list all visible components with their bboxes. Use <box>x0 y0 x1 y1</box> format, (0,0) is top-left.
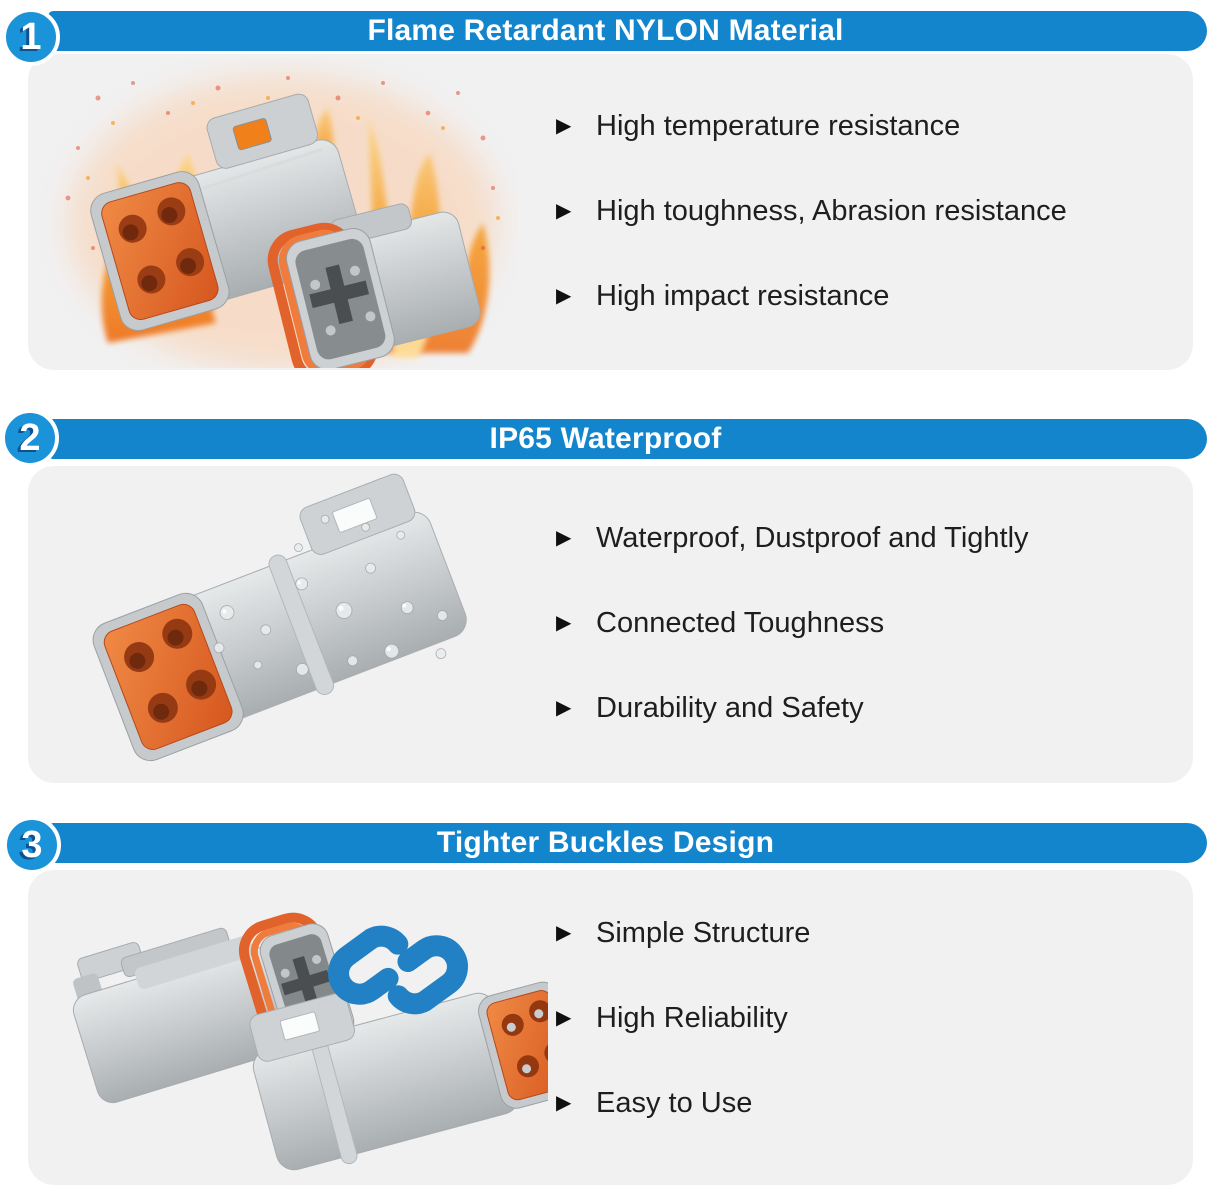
section-2-number-badge: 2 <box>1 409 59 467</box>
section-1-title: Flame Retardant NYLON Material <box>367 14 844 47</box>
bullet-triangle-icon: ▶ <box>556 1092 572 1114</box>
flame-connectors-illustration <box>65 75 500 368</box>
feature-item: ▶ Durability and Safety <box>556 690 1029 726</box>
feature-text: Easy to Use <box>596 1086 753 1119</box>
bullet-triangle-icon: ▶ <box>556 697 572 719</box>
chain-link-icon <box>328 925 468 1015</box>
section-1-header-bar: Flame Retardant NYLON Material <box>48 11 1207 51</box>
section-1-feature-list: ▶ High temperature resistance ▶ High tou… <box>556 108 1067 314</box>
droplet-highlights <box>222 580 407 652</box>
ember-speckles <box>65 76 495 300</box>
feature-item: ▶ Connected Toughness <box>556 605 1029 641</box>
connector-pair-illustration <box>72 912 548 1171</box>
bullet-triangle-icon: ▶ <box>556 285 572 307</box>
feature-text: High impact resistance <box>596 279 890 312</box>
section-1-number: 1 <box>20 16 42 58</box>
section-3-number: 3 <box>21 824 43 866</box>
feature-item: ▶ High toughness, Abrasion resistance <box>556 193 1067 229</box>
bullet-triangle-icon: ▶ <box>556 200 572 222</box>
male-connector-illustration <box>249 981 548 1171</box>
bullet-triangle-icon: ▶ <box>556 115 572 137</box>
feature-text: Durability and Safety <box>596 691 864 724</box>
spark-speckles <box>86 96 500 220</box>
section-2-feature-list: ▶ Waterproof, Dustproof and Tightly ▶ Co… <box>556 520 1029 726</box>
bullet-triangle-icon: ▶ <box>556 612 572 634</box>
feature-text: High temperature resistance <box>596 109 961 142</box>
feature-item: ▶ High impact resistance <box>556 278 1067 314</box>
section-2-title: IP65 Waterproof <box>489 422 722 455</box>
section-2-number: 2 <box>19 417 41 459</box>
connector-plug-illustration <box>267 203 481 368</box>
section-2-header-bar: IP65 Waterproof <box>48 419 1207 459</box>
feature-text: High toughness, Abrasion resistance <box>596 194 1067 227</box>
mated-connector-body <box>92 473 467 762</box>
feature-text: Simple Structure <box>596 916 811 949</box>
section-3-header-bar: Tighter Buckles Design <box>48 823 1207 863</box>
feature-item: ▶ High Reliability <box>556 1000 810 1036</box>
waterproof-connector-illustration <box>92 473 467 762</box>
bullet-triangle-icon: ▶ <box>556 922 572 944</box>
feature-text: Connected Toughness <box>596 606 885 639</box>
feature-text: Waterproof, Dustproof and Tightly <box>596 521 1029 554</box>
bullet-triangle-icon: ▶ <box>556 527 572 549</box>
section-3-title: Tighter Buckles Design <box>436 826 775 859</box>
feature-item: ▶ Simple Structure <box>556 915 810 951</box>
feature-item: ▶ Easy to Use <box>556 1085 810 1121</box>
section-3-number-badge: 3 <box>3 816 61 874</box>
feature-item: ▶ Waterproof, Dustproof and Tightly <box>556 520 1029 556</box>
connector-receptacle-illustration <box>90 93 366 331</box>
section-1-number-badge: 1 <box>2 8 60 66</box>
feature-text: High Reliability <box>596 1001 788 1034</box>
bullet-triangle-icon: ▶ <box>556 1007 572 1029</box>
section-3-feature-list: ▶ Simple Structure ▶ High Reliability ▶ … <box>556 915 810 1121</box>
feature-item: ▶ High temperature resistance <box>556 108 1067 144</box>
